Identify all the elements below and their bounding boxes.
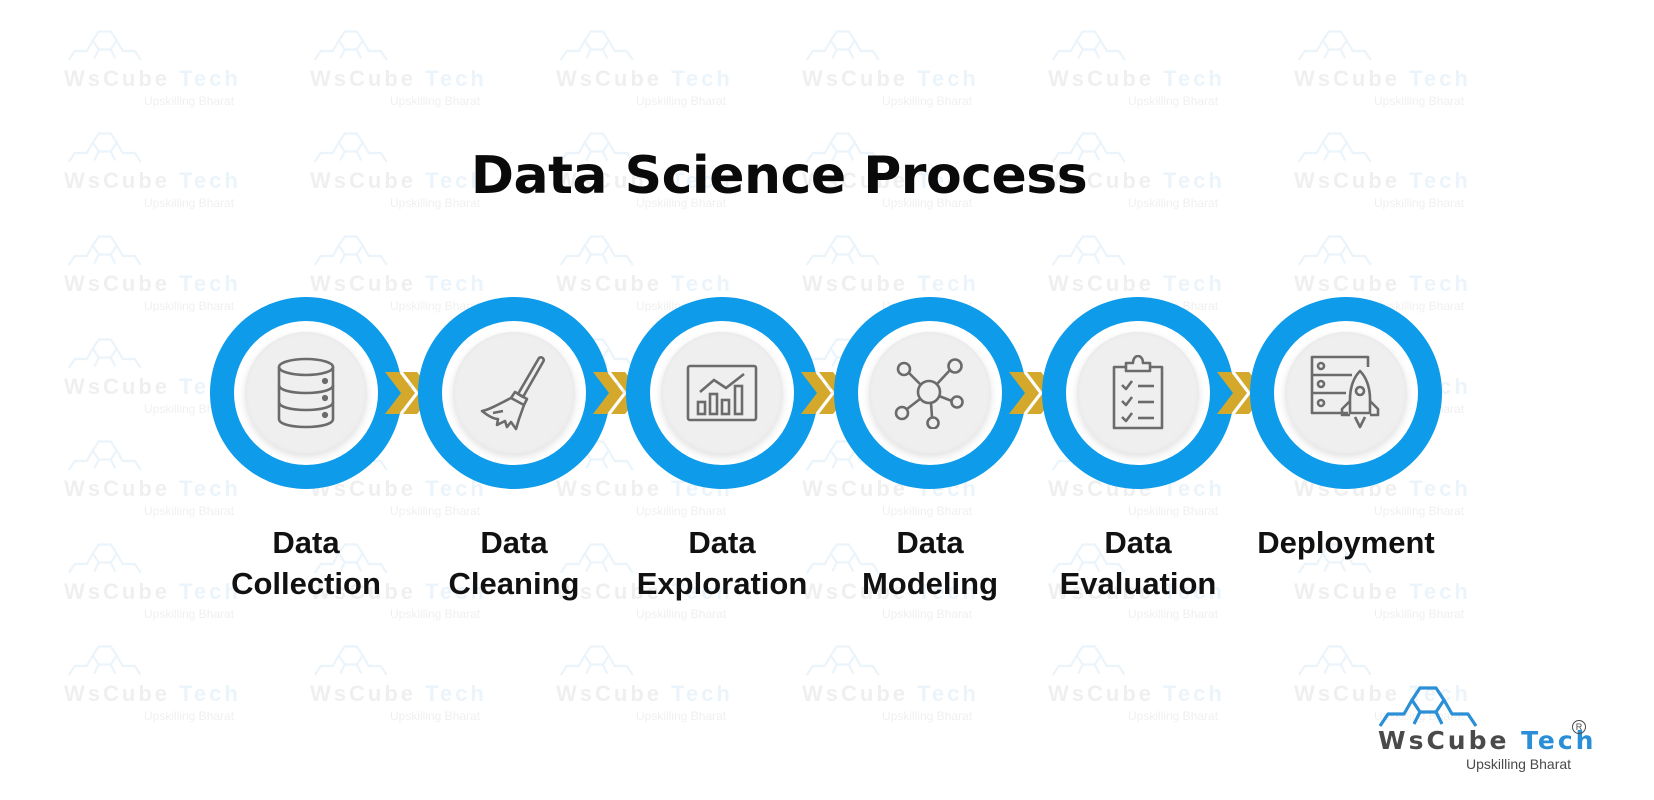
hexagon-logo-icon [1051, 235, 1126, 266]
hexagon-logo-icon [67, 543, 142, 574]
step-data-cleaning [418, 297, 610, 489]
hexagon-logo-icon [559, 645, 634, 676]
hexagon-logo-icon [1378, 686, 1478, 727]
step-data-evaluation [1042, 297, 1234, 489]
server-rocket-icon [1310, 355, 1380, 429]
hexagon-logo-icon [1051, 645, 1126, 676]
hexagon-logo-icon [559, 235, 634, 266]
hexagon-logo-icon [313, 645, 388, 676]
step-data-collection [210, 297, 402, 489]
hexagon-logo-icon [805, 30, 880, 61]
hexagon-logo-icon [1297, 30, 1372, 61]
hexagon-logo-icon [67, 235, 142, 266]
step-data-exploration [626, 297, 818, 489]
step-label-deployment: Deployment [1257, 525, 1435, 560]
step-label-data-cleaning: Data Cleaning [448, 525, 580, 601]
hexagon-logo-icon [1297, 235, 1372, 266]
hexagon-logo-icon [67, 30, 142, 61]
database-icon [277, 357, 335, 429]
diagram-title: Data Science Process [470, 146, 1088, 206]
step-label-data-exploration: Data Exploration [636, 525, 808, 601]
step-label-data-modeling: Data Modeling [861, 525, 999, 601]
logo-brand: WsCube Tech [1378, 726, 1597, 755]
bar-chart-trend-icon [686, 364, 758, 422]
hexagon-logo-icon [559, 30, 634, 61]
hexagon-logo-icon [313, 235, 388, 266]
hexagon-logo-icon [67, 645, 142, 676]
hexagon-logo-icon [313, 30, 388, 61]
hexagon-logo-icon [805, 235, 880, 266]
hexagon-logo-icon [67, 338, 142, 369]
hexagon-logo-icon [1051, 30, 1126, 61]
step-label-data-collection: Data Collection [231, 525, 381, 601]
step-data-modeling [834, 297, 1026, 489]
hexagon-logo-icon [805, 645, 880, 676]
broom-icon [480, 356, 545, 431]
step-label-data-evaluation: Data Evaluation [1059, 525, 1217, 601]
wscube-tech-logo: WsCube Tech R Upskilling Bharat [1376, 686, 1593, 776]
clipboard-checklist-icon [1112, 355, 1164, 430]
step-deployment [1250, 297, 1442, 489]
hexagon-logo-icon [1297, 645, 1372, 676]
hexagon-logo-icon [67, 440, 142, 471]
logo-tagline: Upskilling Bharat [1466, 756, 1572, 772]
network-nodes-icon [894, 358, 964, 429]
registered-mark: R [1572, 720, 1586, 734]
